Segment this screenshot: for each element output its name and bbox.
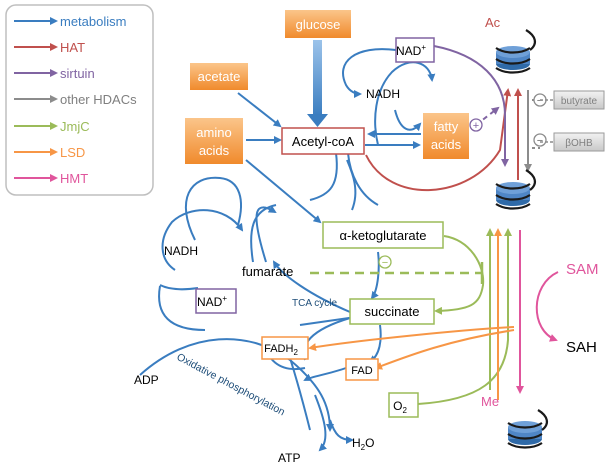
- legend-label-jmjc: JmjC: [60, 119, 90, 134]
- inhibit-bohb: [533, 133, 547, 147]
- tca-cycle-label: TCA cycle: [292, 298, 337, 309]
- fumarate-label: fumarate: [242, 264, 293, 279]
- o2-label: O2: [393, 399, 407, 415]
- o2-node: O2: [388, 392, 419, 418]
- metabolism-arrows: [139, 48, 436, 452]
- fatty-acids-box: fatty acids: [423, 113, 469, 159]
- atp-label: ATP: [278, 451, 300, 465]
- adp-label: ADP: [134, 373, 159, 387]
- sah-label: SAH: [566, 339, 597, 356]
- nucleosome-top: [494, 44, 532, 74]
- fad-label: FAD: [351, 365, 372, 377]
- fatty-label-line1: fatty: [434, 119, 459, 134]
- legend: metabolism HAT sirtuin other HDACs JmjC …: [5, 4, 154, 196]
- me-label: Me: [481, 394, 499, 409]
- h2o-sub: 2: [361, 443, 366, 452]
- bohb-box: βOHB: [540, 132, 605, 152]
- nadh-top-label: NADH: [366, 87, 400, 101]
- nadh-left-label: NADH: [164, 244, 198, 258]
- nucleosome-bottom: [506, 419, 544, 449]
- fatty-label-line2: acids: [431, 137, 462, 152]
- legend-label-hmt: HMT: [60, 171, 88, 186]
- fad-node: FAD: [345, 358, 379, 381]
- nad-plus-top-node: NAD+: [395, 37, 435, 63]
- nad-plus-left-label: NAD+: [197, 294, 227, 309]
- nad-plus-top-label: NAD+: [396, 43, 426, 58]
- hat-arrows: [365, 88, 522, 191]
- lsd-arrows: [308, 228, 515, 400]
- minus-sign-butyrate: −: [537, 95, 543, 107]
- inhibition-marks: − − − +: [378, 93, 547, 269]
- nad-plus-top-sup: +: [421, 43, 426, 52]
- glucose-label: glucose: [296, 17, 341, 32]
- fadh2-label: FADH2: [264, 343, 298, 357]
- legend-frame: [5, 4, 154, 196]
- legend-label-lsd: LSD: [60, 145, 85, 160]
- succinate-label: succinate: [365, 304, 420, 319]
- bohb-label: βOHB: [565, 138, 593, 149]
- legend-label-metabolism: metabolism: [60, 14, 126, 29]
- minus-sign-bohb: −: [537, 135, 543, 147]
- jmjc-arrows: [310, 228, 512, 405]
- succinate-node: succinate: [349, 298, 435, 325]
- nad-plus-left-node: NAD+: [195, 288, 237, 314]
- hmt-arrows: [516, 230, 559, 394]
- activate-fatty: [469, 118, 483, 132]
- h2o-label: H2O: [352, 436, 374, 452]
- oxidative-phosphorylation-label: Oxidative phosphorylation: [175, 351, 287, 418]
- alpha-ketoglutarate-node: α-ketoglutarate: [322, 221, 444, 249]
- fadh2-sub: 2: [293, 348, 298, 357]
- alpha-ketoglutarate-label: α-ketoglutarate: [339, 228, 426, 243]
- fadh2-node: FADH2: [261, 336, 309, 360]
- glucose-arrow: [313, 40, 322, 116]
- nad-plus-left-sup: +: [222, 294, 227, 303]
- butyrate-label: butyrate: [561, 96, 598, 107]
- plus-sign-fatty: +: [473, 120, 479, 132]
- legend-label-other-hdacs: other HDACs: [60, 92, 137, 107]
- minus-sign-fumarate: −: [382, 257, 388, 269]
- o2-sub: 2: [402, 406, 407, 415]
- nucleosome-middle: [494, 180, 532, 210]
- sam-label: SAM: [566, 261, 599, 278]
- legend-label-sirtuin: sirtuin: [60, 66, 95, 81]
- amino-acids-box: amino acids: [185, 118, 243, 164]
- acetyl-coa-label: Acetyl-coA: [292, 134, 354, 149]
- butyrate-box: butyrate: [540, 90, 605, 110]
- acetate-box: acetate: [190, 63, 248, 90]
- acetate-label: acetate: [198, 69, 241, 84]
- ac-label: Ac: [485, 15, 501, 30]
- glucose-box: glucose: [285, 10, 351, 38]
- inhibit-fumarate: [378, 255, 392, 269]
- legend-label-hat: HAT: [60, 40, 85, 55]
- acetyl-coa-node: Acetyl-coA: [281, 127, 365, 155]
- amino-label-line1: amino: [196, 125, 231, 140]
- amino-label-line2: acids: [199, 143, 230, 158]
